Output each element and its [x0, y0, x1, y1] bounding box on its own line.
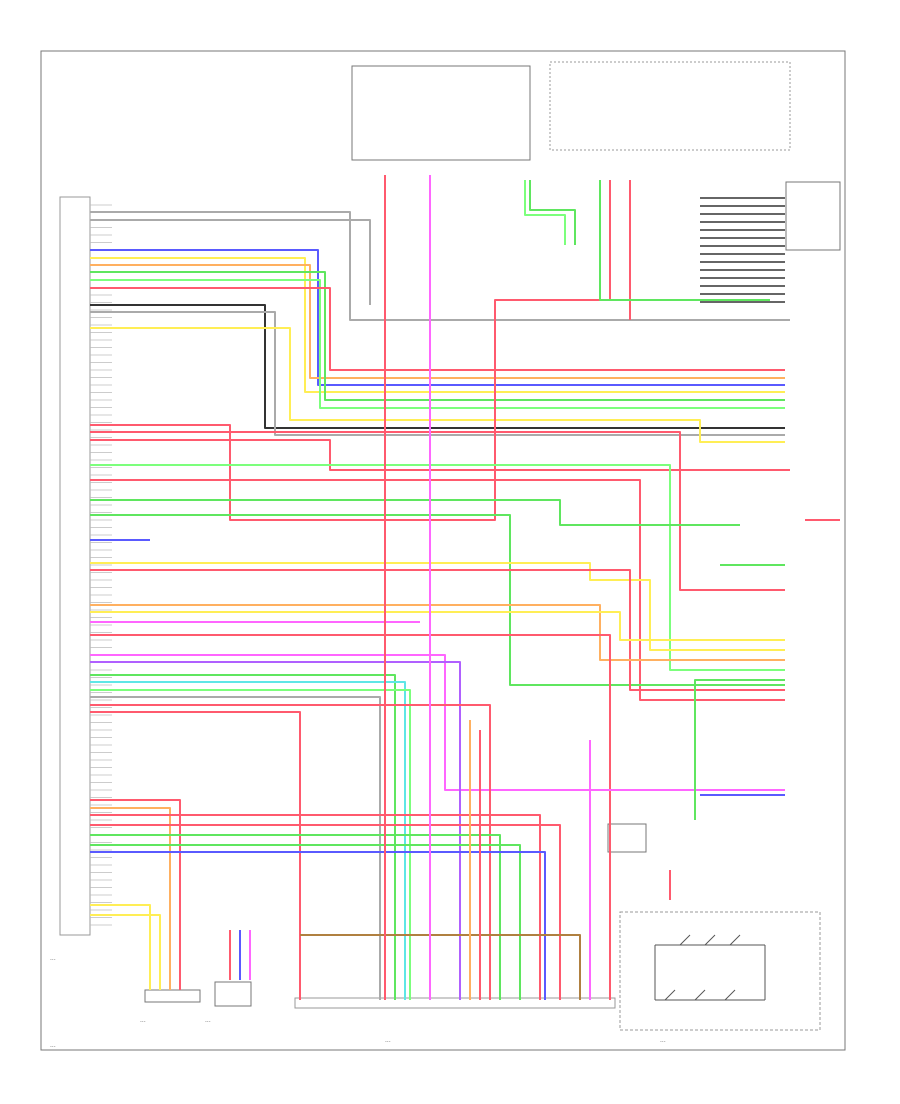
wire-yellow: [90, 914, 161, 990]
wire-red: [90, 814, 541, 1000]
wire-blue: [90, 851, 546, 1000]
wire-red: [90, 824, 561, 1000]
wire-layer: [90, 175, 840, 1000]
fuse-box: [549, 61, 791, 151]
footer-left-label: ...: [50, 1042, 56, 1049]
wire-red: [90, 479, 785, 701]
gear-switch-label: ...: [660, 1037, 666, 1044]
wire-green: [90, 844, 521, 1000]
wire-lime: [90, 464, 785, 671]
wire-orange: [90, 264, 785, 379]
wire-yellow: [90, 257, 785, 393]
wire-lime: [524, 180, 566, 245]
wire-orange: [90, 807, 171, 990]
tcm-label: ...: [385, 1037, 391, 1044]
fuel-pump-label: ...: [140, 1017, 146, 1024]
pcm-label: ...: [50, 955, 56, 962]
wire-green: [694, 679, 785, 820]
middle-right-component: [607, 823, 647, 853]
diagram-frame: [40, 50, 846, 1051]
gear-switch-contacts: [654, 934, 766, 1001]
wire-black: [90, 304, 785, 429]
wire-gray: [90, 311, 785, 436]
wire-red: [90, 287, 785, 371]
wire-green: [90, 514, 785, 686]
wire-green: [529, 180, 576, 245]
wire-red: [90, 634, 611, 1000]
wire-lime: [90, 689, 411, 1000]
wire-gray: [90, 211, 790, 321]
immobilizer-label: ...: [205, 1017, 211, 1024]
wire-lime: [90, 279, 785, 409]
tcm-connector: [294, 997, 616, 1009]
wire-green: [90, 499, 740, 526]
wire-red: [90, 704, 491, 1000]
gear-switch-box: [619, 911, 821, 1031]
wire-red: [90, 711, 301, 1000]
wire-red: [90, 799, 181, 990]
wire-yellow: [90, 611, 785, 641]
wire-blue: [90, 249, 785, 386]
wire-green: [90, 834, 501, 1000]
wire-red: [90, 569, 785, 691]
wire-gray: [90, 696, 381, 1000]
wire-yellow: [90, 904, 151, 990]
right-top-component: [785, 181, 841, 251]
immobilizer-unit: [214, 981, 252, 1007]
wire-green: [90, 674, 396, 1000]
wire-orange: [90, 604, 785, 661]
fuel-pump-connector: [144, 989, 201, 1003]
pcm-connector-block: [59, 196, 91, 936]
wire-red: [90, 431, 785, 591]
wire-red: [90, 439, 790, 471]
wire-pink: [90, 654, 785, 791]
wire-brown: [300, 934, 581, 1000]
wire-yellow: [90, 562, 785, 651]
wire-green: [599, 180, 770, 301]
wire-purple: [90, 661, 461, 1000]
wire-cyan: [90, 681, 406, 1000]
wire-gray: [90, 219, 371, 305]
relay-box: [351, 65, 531, 161]
wire-green: [90, 271, 785, 401]
